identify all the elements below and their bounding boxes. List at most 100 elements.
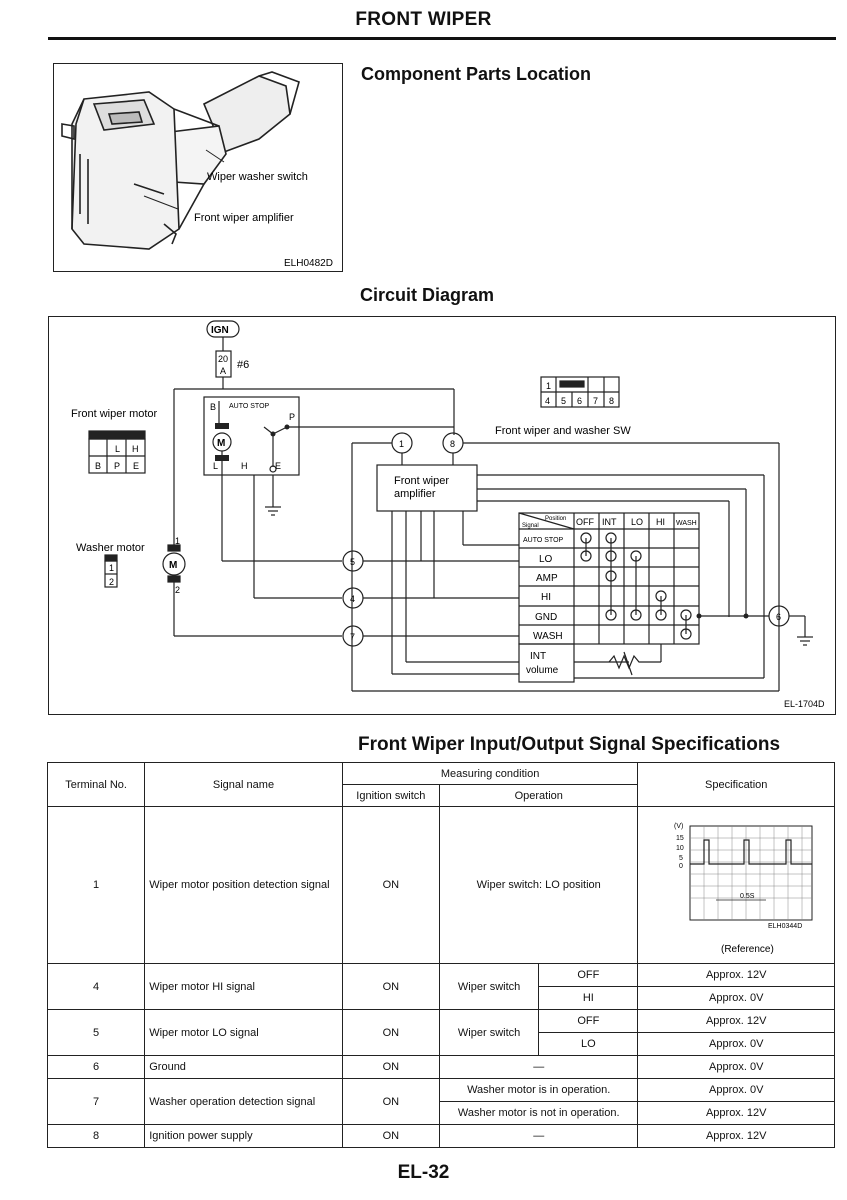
waveform-cell: (V) 15 10 5 0 0.5S ELH0344D (Reference) bbox=[637, 806, 835, 964]
washer-motor-m: M bbox=[169, 560, 177, 571]
sig-lo: LO bbox=[539, 554, 553, 565]
table-row: 1 Wiper motor position detection signal … bbox=[46, 806, 835, 964]
ign-label: IGN bbox=[211, 325, 229, 336]
signal-cell: Washer operation detection signal bbox=[144, 1078, 343, 1125]
header-terminal: Terminal No. bbox=[46, 762, 146, 807]
signal-cell: Wiper motor position detection signal bbox=[144, 806, 343, 964]
sub-condition-cell: OFF bbox=[538, 1009, 639, 1033]
spec-cell: Approx. 0V bbox=[637, 1032, 835, 1056]
sw-conn-5: 5 bbox=[561, 396, 566, 406]
operation-cell: — bbox=[438, 1055, 639, 1079]
table-row: 8 Ignition power supply ON — Approx. 12V bbox=[46, 1124, 835, 1148]
signal-cell: Wiper motor HI signal bbox=[144, 963, 343, 1010]
signal-cell: Wiper motor LO signal bbox=[144, 1009, 343, 1056]
sw-conn-6: 6 bbox=[577, 396, 582, 406]
ignition-cell: ON bbox=[341, 1055, 440, 1079]
sw-conn-8: 8 bbox=[609, 396, 614, 406]
table-row: 6 Ground ON — Approx. 0V bbox=[46, 1055, 835, 1079]
spec-title: Front Wiper Input/Output Signal Specific… bbox=[358, 734, 781, 755]
wave-code: ELH0344D bbox=[768, 923, 802, 930]
terminal-cell: 7 bbox=[46, 1078, 146, 1125]
term-1: 1 bbox=[399, 439, 404, 449]
callout-washer-switch: Wiper washer switch bbox=[207, 171, 308, 183]
wave-time: 0.5S bbox=[740, 893, 755, 900]
component-title: Component Parts Location bbox=[361, 64, 592, 84]
operation-cell: Wiper switch: LO position bbox=[438, 806, 639, 964]
pin-L: L bbox=[213, 461, 218, 471]
washer-pin-2: 2 bbox=[175, 585, 180, 595]
sig-gnd: GND bbox=[535, 612, 557, 623]
circuit-diagram: IGN 20 A #6 Front wiper motor L H B P E … bbox=[48, 316, 836, 715]
header-measuring: Measuring condition bbox=[341, 762, 639, 785]
waveform-graph: (V) 15 10 5 0 0.5S ELH0344D (Reference) bbox=[674, 823, 813, 955]
ignition-cell: ON bbox=[341, 1124, 440, 1148]
operation-cell: Washer motor is not in operation. bbox=[438, 1101, 639, 1125]
ignition-cell: ON bbox=[341, 963, 440, 1010]
operation-cell: Washer motor is in operation. bbox=[438, 1078, 639, 1102]
spec-cell: Approx. 12V bbox=[637, 1009, 835, 1033]
wave-y5: 5 bbox=[679, 855, 683, 862]
terminal-cell: 4 bbox=[46, 963, 146, 1010]
sw-conn-4: 4 bbox=[545, 396, 550, 406]
header-signal: Signal name bbox=[144, 762, 343, 807]
terminal-cell: 1 bbox=[46, 806, 146, 964]
washer-motor-label: Washer motor bbox=[76, 542, 145, 554]
signal-cell: Ignition power supply bbox=[144, 1124, 343, 1148]
signal-cell: Ground bbox=[144, 1055, 343, 1079]
term-8: 8 bbox=[450, 439, 455, 449]
int-volume-2: volume bbox=[526, 665, 559, 676]
component-figure: Wiper washer switch Front wiper amplifie… bbox=[53, 63, 343, 272]
pin-P: P bbox=[289, 412, 295, 422]
header-operation: Operation bbox=[438, 784, 639, 807]
ignition-cell: ON bbox=[341, 1078, 440, 1125]
operation-cell: Wiper switch bbox=[438, 963, 540, 1010]
int-volume-1: INT bbox=[530, 651, 546, 662]
sub-condition-cell: OFF bbox=[538, 963, 639, 987]
conn-E: E bbox=[133, 461, 139, 471]
sig-auto-stop: AUTO STOP bbox=[523, 537, 564, 544]
wave-y10: 10 bbox=[676, 845, 684, 852]
table-row: 4 Wiper motor HI signal ON Wiper switch … bbox=[46, 963, 835, 1010]
spec-cell: Approx. 12V bbox=[637, 1124, 835, 1148]
wave-y0: 0 bbox=[679, 863, 683, 870]
spec-cell: Approx. 12V bbox=[637, 963, 835, 987]
grid-position: Position bbox=[545, 516, 566, 522]
term-7: 7 bbox=[350, 632, 355, 642]
amp-label-2: amplifier bbox=[394, 488, 436, 500]
ignition-cell: ON bbox=[341, 806, 440, 964]
terminal-cell: 5 bbox=[46, 1009, 146, 1056]
term-4: 4 bbox=[350, 594, 355, 604]
sig-amp: AMP bbox=[536, 573, 558, 584]
page-title: FRONT WIPER bbox=[355, 9, 492, 30]
ignition-cell: ON bbox=[341, 1009, 440, 1056]
pos-wash: WASH bbox=[676, 520, 697, 527]
spec-cell: Approx. 0V bbox=[637, 986, 835, 1010]
wave-note: (Reference) bbox=[721, 944, 774, 955]
figure-code: ELH0482D bbox=[284, 258, 333, 269]
spec-cell: Approx. 12V bbox=[637, 1101, 835, 1125]
conn-P: P bbox=[114, 461, 120, 471]
callout-amplifier: Front wiper amplifier bbox=[194, 212, 294, 224]
header-ignition: Ignition switch bbox=[341, 784, 440, 807]
pin-H: H bbox=[241, 461, 248, 471]
spec-cell: Approx. 0V bbox=[637, 1055, 835, 1079]
spec-cell: Approx. 0V bbox=[637, 1078, 835, 1102]
pin-E: E bbox=[275, 461, 281, 471]
page-number: EL-32 bbox=[397, 1162, 450, 1183]
sig-hi: HI bbox=[541, 592, 551, 603]
conn-L: L bbox=[115, 444, 120, 454]
wave-y15: 15 bbox=[676, 835, 684, 842]
sub-condition-cell: LO bbox=[538, 1032, 639, 1056]
term-6: 6 bbox=[776, 612, 781, 622]
pos-int: INT bbox=[602, 517, 617, 527]
switch-label: Front wiper and washer SW bbox=[495, 425, 631, 437]
grid-signal: Signal bbox=[522, 523, 539, 529]
washer-pin-1: 1 bbox=[175, 536, 180, 546]
amp-label-1: Front wiper bbox=[394, 475, 449, 487]
spec-table: Terminal No. Signal name Measuring condi… bbox=[46, 762, 835, 1148]
terminal-cell: 8 bbox=[46, 1124, 146, 1148]
wave-unit: (V) bbox=[674, 823, 683, 830]
conn-B: B bbox=[95, 461, 101, 471]
circuit-figure-code: EL-1704D bbox=[784, 699, 825, 709]
table-row: 7 Washer operation detection signal ON W… bbox=[46, 1078, 835, 1125]
